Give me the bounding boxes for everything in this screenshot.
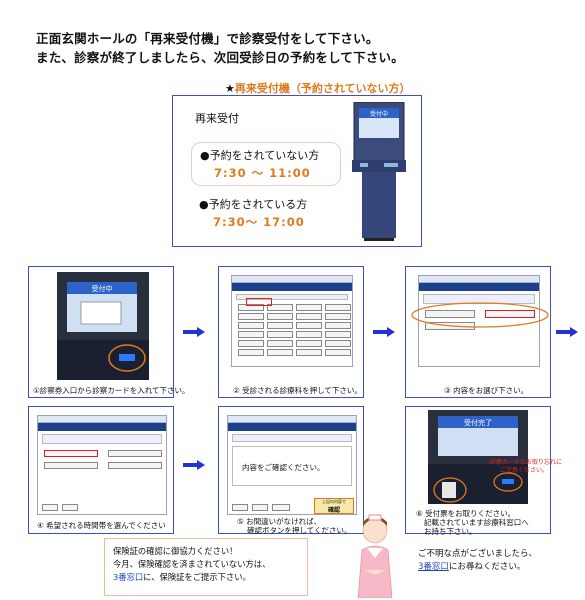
reserved-hours: ●予約をされている方 7:30～ 17:00: [191, 192, 341, 236]
nurse-illustration: [357, 514, 393, 598]
department-button[interactable]: [267, 331, 293, 338]
insurance-line-1: 保険証の確認に御協力ください！: [113, 546, 238, 556]
department-button[interactable]: [325, 340, 351, 347]
department-button[interactable]: [325, 304, 351, 311]
step-2-screen: [231, 275, 353, 367]
not-reserved-time: 7:30 ～ 11:00: [214, 166, 311, 180]
arrow-right-icon: [183, 327, 205, 337]
department-button[interactable]: [296, 304, 322, 311]
department-button[interactable]: [267, 304, 293, 311]
not-reserved-hours: ●予約をされていない方 7:30 ～ 11:00: [191, 142, 341, 186]
department-button[interactable]: [296, 340, 322, 347]
card-warning-2: ご注意ください。: [500, 467, 549, 474]
department-button[interactable]: [238, 322, 264, 329]
star-icon: ★: [225, 82, 235, 95]
step-3-caption: ③ 内容をお選び下さい。: [444, 386, 529, 395]
step-3-screen: [418, 275, 540, 367]
department-button[interactable]: [267, 322, 293, 329]
insurance-line-3: に、保険証をご提示下さい。: [143, 572, 251, 582]
instruction-line-1: 正面玄関ホールの「再来受付機」で診察受付をして下さい。: [36, 31, 379, 46]
step-2-caption: ② 受診される診療科を押して下さい。: [233, 386, 362, 395]
department-button[interactable]: [267, 349, 293, 356]
step-1-screen-text: 受付中: [92, 284, 113, 293]
confirm-message: 内容をご確認ください。: [242, 463, 325, 472]
kiosk-closeup-image: 受付中: [57, 272, 149, 380]
department-button[interactable]: [296, 331, 322, 338]
step-2: ② 受診される診療科を押して下さい。: [218, 266, 364, 398]
arrow-right-icon: [373, 327, 395, 337]
confirm-button[interactable]: 確認: [327, 507, 340, 514]
not-reserved-label: ●予約をされていない方: [200, 149, 320, 162]
department-button[interactable]: [325, 349, 351, 356]
step-6-screen-text: 受付完了: [464, 418, 492, 427]
arrow-right-icon: [556, 327, 578, 337]
reception-title: 再来受付: [195, 112, 239, 125]
step-5: 内容をご確認ください。 上記の内容で 確認 ⑤ お間違いがなければ、 確認ボタン…: [218, 406, 364, 535]
card-warning-1: 診察カードのお取り忘れに: [490, 459, 563, 466]
help-line-2: にお尋ねください。: [448, 562, 526, 572]
department-button[interactable]: [238, 349, 264, 356]
step-6-caption-1: ⑥ 受付票をお取りください。: [416, 509, 516, 518]
kiosk-screen-text: 受付中: [370, 110, 388, 118]
department-button[interactable]: [238, 331, 264, 338]
window-3-label: 3番窓口: [113, 572, 144, 582]
help-window-label: 3番窓口: [418, 562, 449, 572]
step-5-screen: 内容をご確認ください。 上記の内容で 確認: [227, 415, 357, 515]
kiosk-image: 受付中: [352, 102, 406, 241]
arrow-right-icon: [183, 460, 205, 470]
step-1-caption: ①診察券入口から診察カードを入れて下さい。: [33, 386, 190, 395]
step-4-caption: ④ 希望される時間帯を選んでください: [37, 521, 166, 530]
step-6-caption-3: お持ち下さい。: [424, 527, 477, 536]
help-note: ご不明な点がございましたら、 3番窓口にお尋ねください。: [418, 548, 537, 574]
department-button[interactable]: [325, 331, 351, 338]
department-button[interactable]: [267, 313, 293, 320]
ticket-kiosk-image: 受付完了: [428, 410, 528, 504]
highlight-ellipse: [411, 302, 549, 328]
insurance-line-2: 今月、保険確認を済まされていない方は、: [113, 559, 271, 569]
reserved-time: 7:30～ 17:00: [213, 215, 305, 229]
step-4: ④ 希望される時間帯を選んでください: [28, 406, 174, 534]
department-button[interactable]: [238, 313, 264, 320]
step-6: 受付完了 診察カードのお取り忘れに ご注意ください。 ⑥ 受付票をお取りください…: [405, 406, 562, 536]
step-4-screen: [37, 415, 167, 515]
section-subtitle: ★再来受付機（予約されていない方）: [225, 80, 411, 96]
step-1: 受付中 ①診察券入口から診察カードを入れて下さい。: [28, 266, 190, 398]
department-button[interactable]: [296, 313, 322, 320]
department-button[interactable]: [296, 322, 322, 329]
help-line-1: ご不明な点がございましたら、: [418, 549, 538, 559]
confirm-hint: 上記の内容で: [322, 499, 346, 504]
department-button[interactable]: [238, 340, 264, 347]
department-button[interactable]: [325, 313, 351, 320]
step-5-caption-2: 確認ボタンを押してください。: [247, 526, 352, 535]
insurance-notice: 保険証の確認に御協力ください！ 今月、保険確認を済まされていない方は、 3番窓口…: [104, 538, 308, 596]
step-5-caption-1: ⑤ お間違いがなければ、: [237, 517, 322, 526]
reception-hours-panel: 再来受付 ●予約をされていない方 7:30 ～ 11:00 ●予約をされている方…: [172, 95, 422, 247]
department-button[interactable]: [267, 340, 293, 347]
reserved-label: ●予約をされている方: [199, 198, 308, 211]
step-3: ③ 内容をお選び下さい。: [405, 266, 551, 398]
department-button[interactable]: [325, 322, 351, 329]
subtitle-text: 再来受付機（予約されていない方）: [234, 82, 411, 95]
department-button[interactable]: [296, 349, 322, 356]
step-6-caption-2: 記載されています診療科窓口へ: [424, 518, 529, 527]
department-button[interactable]: [238, 304, 264, 311]
instruction-line-2: また、診察が終了しましたら、次回受診日の予約をして下さい。: [36, 50, 404, 65]
